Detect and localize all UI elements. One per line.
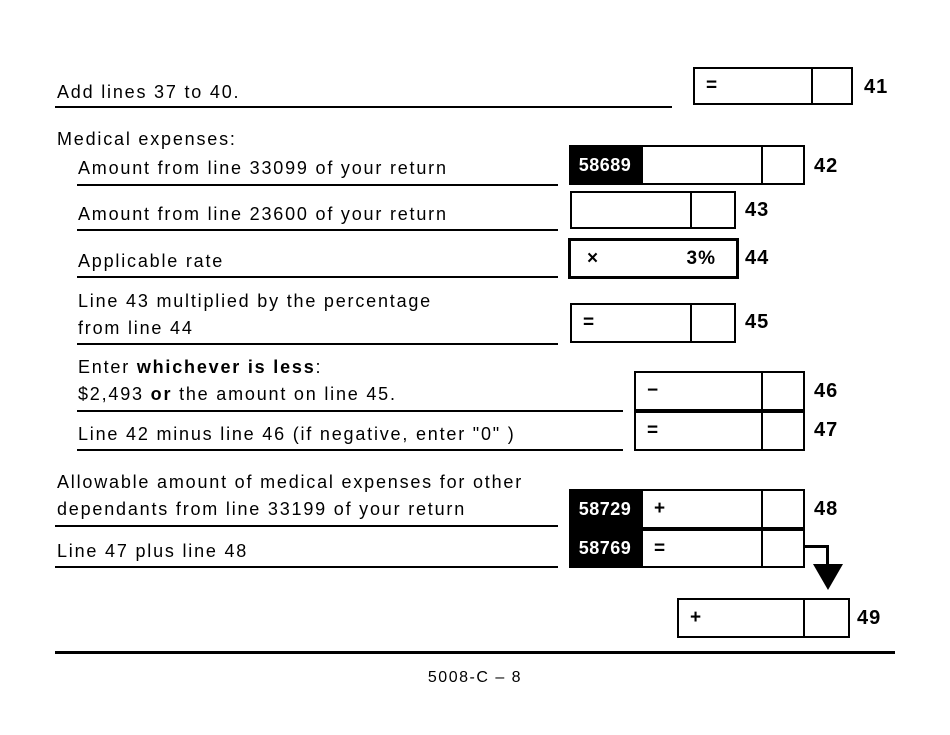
line48-number: 48: [814, 498, 839, 520]
line49-number: 49: [857, 607, 882, 629]
line48b-cents-field[interactable]: [761, 531, 803, 566]
line46-amount-field[interactable]: −: [634, 371, 805, 411]
line44-label: Applicable rate: [78, 251, 225, 271]
arrow-down-icon: [813, 564, 843, 590]
line49-cents-field[interactable]: [803, 600, 848, 636]
line42-number: 42: [814, 155, 839, 177]
line48b-label: Line 47 plus line 48: [57, 541, 249, 561]
line46-number: 46: [814, 380, 839, 402]
minus-operator: −: [647, 380, 659, 401]
line41-number: 41: [864, 76, 889, 98]
line42-cents-field[interactable]: [761, 147, 803, 183]
plus-operator: +: [690, 607, 702, 628]
equals-operator: =: [647, 420, 659, 441]
rate-value: 3%: [686, 247, 716, 269]
line45-label-line2: from line 44: [78, 318, 194, 338]
line48-label-line1: Allowable amount of medical expenses for…: [57, 472, 524, 492]
line48-code-box: 58729: [569, 489, 641, 529]
line45-amount-field[interactable]: =: [570, 303, 736, 343]
line49-amount-field[interactable]: +: [677, 598, 850, 638]
line48-cents-field[interactable]: [761, 491, 803, 527]
line43-amount-field[interactable]: [570, 191, 736, 229]
line48-amount-field[interactable]: +: [641, 489, 805, 529]
line48-underline: [55, 525, 558, 527]
line42-amount-field[interactable]: [641, 145, 805, 185]
line41-label: Add lines 37 to 40.: [57, 82, 241, 102]
line43-label: Amount from line 23600 of your return: [78, 204, 448, 224]
line41-underline: [55, 106, 672, 108]
line45-label-line1: Line 43 multiplied by the percentage: [78, 291, 432, 311]
footer-rule: [55, 651, 895, 654]
line42-underline: [77, 184, 558, 186]
line42-label: Amount from line 33099 of your return: [78, 158, 448, 178]
line47-number: 47: [814, 419, 839, 441]
line45-underline: [77, 343, 558, 345]
line46-cents-field[interactable]: [761, 373, 803, 409]
line48-label-line2: dependants from line 33199 of your retur…: [57, 499, 467, 519]
line47-amount-field[interactable]: =: [634, 411, 805, 451]
line46-label-line2: $2,493 or the amount on line 45.: [78, 384, 397, 404]
line45-cents-field[interactable]: [690, 305, 734, 341]
line44-rate-field: × 3%: [568, 238, 739, 279]
line47-cents-field[interactable]: [761, 413, 803, 449]
line42-code-box: 58689: [569, 145, 641, 185]
arrow-vertical-segment: [826, 545, 829, 566]
equals-operator: =: [706, 75, 718, 96]
line45-number: 45: [745, 311, 770, 333]
line41-cents-field[interactable]: [811, 69, 851, 103]
line46-label-line1: Enter whichever is less:: [78, 357, 323, 377]
line48b-amount-field[interactable]: =: [641, 529, 805, 568]
medical-expenses-heading: Medical expenses:: [57, 129, 237, 149]
line44-number: 44: [745, 247, 770, 269]
line41-amount-field[interactable]: =: [693, 67, 853, 105]
line48b-code-box: 58769: [569, 529, 641, 568]
line43-cents-field[interactable]: [690, 193, 734, 227]
line48b-underline: [55, 566, 558, 568]
line46-underline: [77, 410, 623, 412]
line44-underline: [77, 276, 558, 278]
line43-number: 43: [745, 199, 770, 221]
plus-operator: +: [654, 498, 666, 519]
equals-operator: =: [654, 537, 666, 559]
multiply-operator: ×: [587, 247, 599, 269]
line47-label: Line 42 minus line 46 (if negative, ente…: [78, 424, 516, 444]
line47-underline: [77, 449, 623, 451]
equals-operator: =: [583, 312, 595, 333]
arrow-horizontal-segment: [805, 545, 829, 548]
footer-page-id: 5008-C – 8: [427, 669, 523, 686]
line43-underline: [77, 229, 558, 231]
